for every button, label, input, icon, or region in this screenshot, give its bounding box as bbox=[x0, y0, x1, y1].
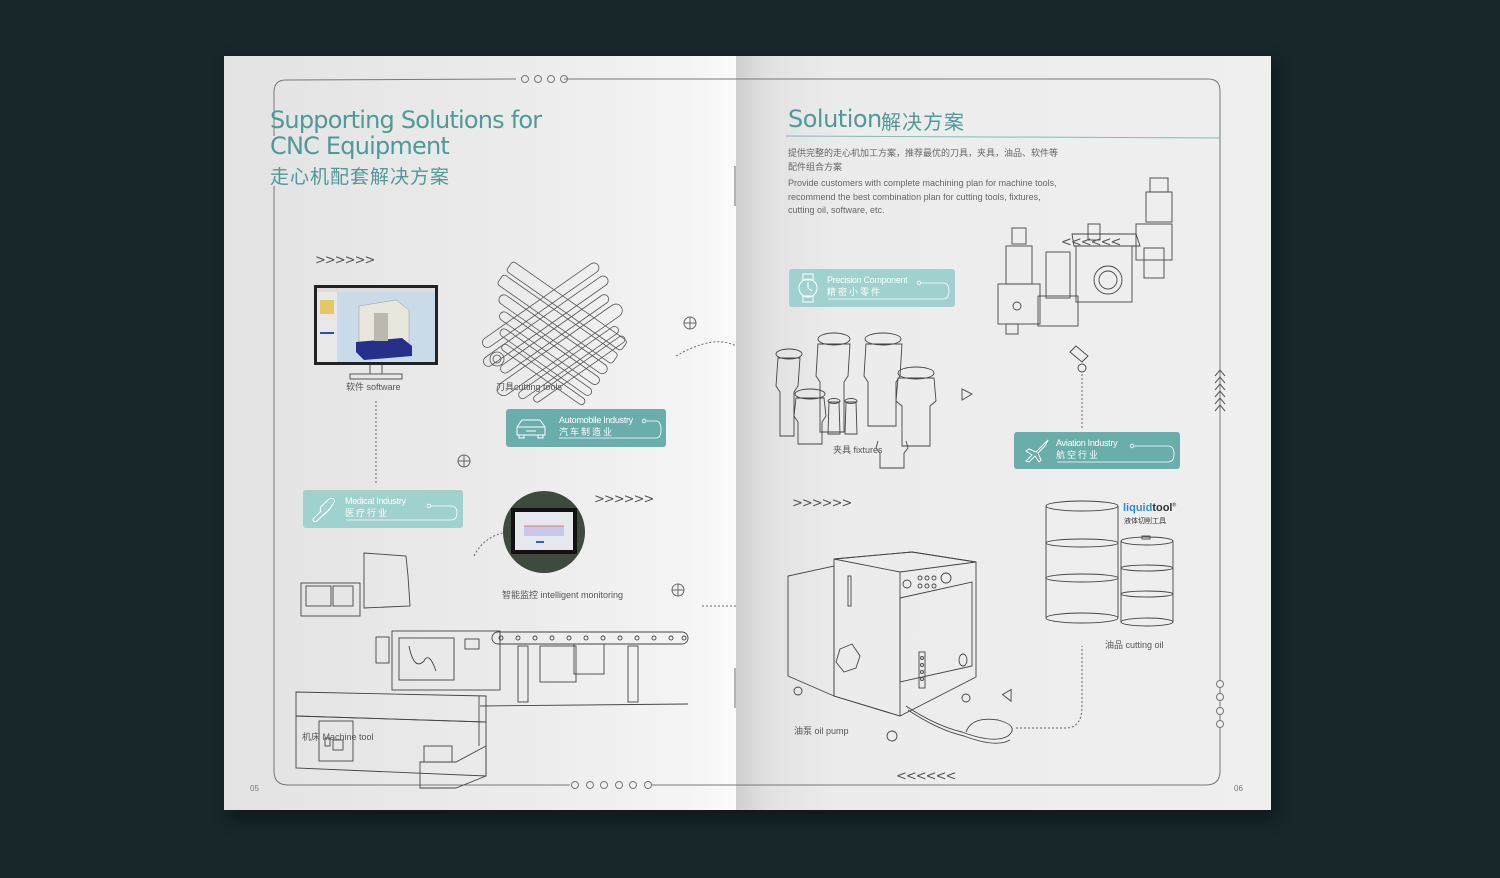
bone-joint-icon bbox=[312, 497, 336, 523]
triangle-icon bbox=[1001, 688, 1012, 703]
frame-top-line bbox=[273, 78, 517, 136]
cutting-oil-label: 油品 cutting oil bbox=[1105, 640, 1164, 650]
plus-circle-icon bbox=[671, 583, 685, 597]
badge-en: Aviation Industry bbox=[1056, 438, 1118, 448]
page-number: 06 bbox=[1234, 784, 1243, 793]
right-page-linework bbox=[736, 78, 1226, 786]
badge-en: Medical Industry bbox=[345, 496, 406, 506]
arrows-right-icon: >>>>>> bbox=[315, 253, 375, 268]
description-cn: 提供完整的走心机加工方案，推荐最优的刀具，夹具，油品、软件等配件组合方案 bbox=[788, 148, 1059, 172]
cutting-tools-label: 刀具cutting tools bbox=[496, 382, 563, 392]
machine-tool-illustration bbox=[295, 552, 501, 789]
monitoring-photo bbox=[503, 491, 585, 573]
bar-feeder-illustration bbox=[479, 631, 689, 707]
software-label: 软件 software bbox=[346, 382, 401, 392]
software-monitor-illustration bbox=[314, 285, 438, 380]
machine-tool-label: 机床 Machine tool bbox=[302, 732, 374, 742]
badge-cn: 医疗行业 bbox=[345, 508, 390, 518]
badge-cn: 汽车制造业 bbox=[559, 427, 615, 437]
page-number: 05 bbox=[250, 784, 259, 793]
liquidtool-logo: liquidtool® bbox=[1123, 502, 1177, 514]
monitoring-label: 智能监控 intelligent monitoring bbox=[502, 590, 624, 600]
right-page: Solution 解决方案 提供完整的走心机加工方案，推荐最优的刀具，夹具，油品… bbox=[736, 56, 1271, 810]
plus-circle-icon bbox=[457, 454, 471, 468]
dots-top-icon bbox=[521, 75, 568, 83]
badge-aviation-industry[interactable]: Aviation Industry 航空行业 bbox=[1014, 432, 1180, 469]
fixtures-label: 夹具 fixtures bbox=[833, 445, 883, 455]
oil-pump-label: 油泵 oil pump bbox=[794, 726, 849, 736]
chevrons-up-icon bbox=[1214, 369, 1226, 412]
connector-dotted bbox=[1016, 646, 1083, 729]
badge-en: Automobile Industry bbox=[559, 415, 633, 425]
description-en: Provide customers with complete machinin… bbox=[788, 178, 1057, 215]
badge-en: Precision Component bbox=[827, 275, 908, 285]
solution-title-en: Solution bbox=[788, 105, 882, 133]
badge-cn: 精密小零件 bbox=[827, 287, 883, 297]
page-title-cn: 走心机配套解决方案 bbox=[270, 167, 451, 188]
fixtures-illustration bbox=[775, 332, 937, 469]
arrows-left-icon: <<<<<< bbox=[1061, 235, 1121, 250]
arrows-right-icon: >>>>>> bbox=[594, 492, 654, 507]
left-page: Supporting Solutions for CNC Equipment 走… bbox=[224, 56, 736, 810]
oil-pump-illustration bbox=[787, 551, 1013, 744]
liquidtool-subtitle: 液体切削工具 bbox=[1124, 518, 1166, 525]
arrows-left-icon: <<<<<< bbox=[896, 769, 956, 784]
play-triangle-icon bbox=[961, 388, 974, 401]
arrows-right-icon: >>>>>> bbox=[792, 496, 852, 511]
airplane-icon bbox=[1025, 439, 1049, 463]
oil-drums-illustration bbox=[1045, 500, 1174, 627]
dots-bottom-icon bbox=[571, 781, 652, 789]
badge-automobile-industry[interactable]: Automobile Industry 汽车制造业 bbox=[506, 409, 666, 447]
solution-title-cn: 解决方案 bbox=[881, 112, 965, 134]
badge-cn: 航空行业 bbox=[1056, 450, 1101, 460]
watch-icon bbox=[798, 273, 818, 303]
frame-left-bottom bbox=[273, 186, 570, 786]
page-title-en-line1: Supporting Solutions for bbox=[270, 106, 542, 134]
page-title-en-line2: CNC Equipment bbox=[270, 132, 450, 160]
title-underline bbox=[785, 135, 1221, 139]
cutting-tools-illustration bbox=[481, 261, 627, 406]
dots-vertical-icon bbox=[1216, 680, 1224, 728]
badge-medical-industry[interactable]: Medical Industry 医疗行业 bbox=[303, 490, 463, 528]
badge-precision-component[interactable]: Precision Component 精密小零件 bbox=[789, 269, 955, 307]
plus-circle-icon bbox=[683, 316, 697, 330]
live-tooling-illustration bbox=[997, 177, 1173, 373]
left-page-linework bbox=[273, 75, 736, 789]
frame-line bbox=[736, 78, 1221, 786]
car-icon bbox=[516, 419, 546, 439]
